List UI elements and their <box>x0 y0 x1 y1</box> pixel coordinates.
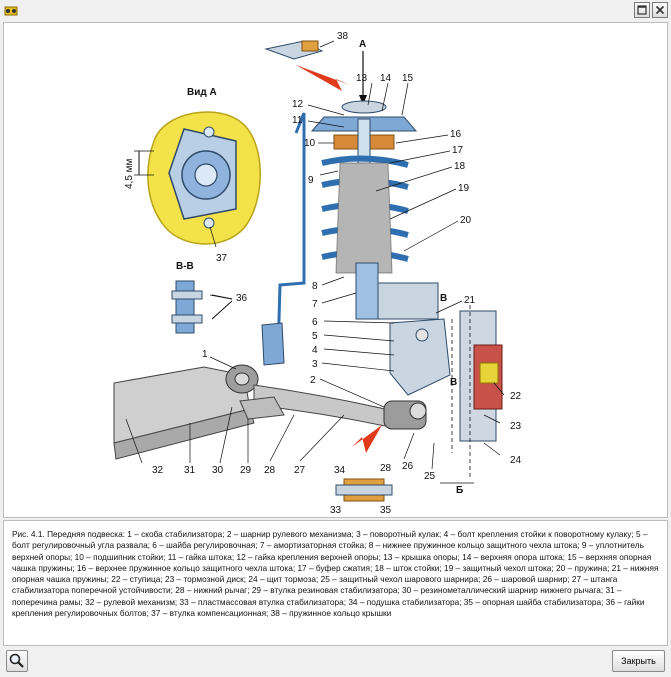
callout-11: 11 <box>292 115 303 126</box>
callout-22: 22 <box>510 391 522 402</box>
callout-27: 27 <box>294 465 306 476</box>
maximize-button[interactable] <box>634 2 650 18</box>
title-bar <box>0 0 671 22</box>
callout-20: 20 <box>460 215 472 226</box>
callout-2: 2 <box>310 375 316 386</box>
close-icon <box>655 5 665 15</box>
figure-caption: Рис. 4.1. Передняя подвеска: 1 – скоба с… <box>3 520 668 646</box>
strut-assembly <box>310 100 503 479</box>
callout-28b: 28 <box>380 463 392 474</box>
callout-30: 30 <box>212 465 224 476</box>
mark-b-top: В <box>440 293 447 304</box>
callout-13: 13 <box>356 73 368 84</box>
section-bb-detail <box>171 280 233 334</box>
view-a-label: Вид А <box>187 87 217 98</box>
callout-23: 23 <box>510 421 522 432</box>
callout-16: 16 <box>450 129 462 140</box>
callout-33: 33 <box>330 505 342 516</box>
mark-b-arrow: Б <box>456 485 463 496</box>
frame-and-lower-arm <box>113 364 427 460</box>
dimension-label: 4,5 мм <box>124 158 135 189</box>
callout-14: 14 <box>380 73 392 84</box>
callout-34: 34 <box>334 465 346 476</box>
callout-8: 8 <box>312 281 318 292</box>
callout-37: 37 <box>216 253 228 264</box>
callout-31: 31 <box>184 465 196 476</box>
red-arrow-bottom <box>352 425 382 453</box>
bottom-bar <box>0 646 671 677</box>
callout-6: 6 <box>312 317 318 328</box>
close-window-button[interactable] <box>652 2 668 18</box>
callout-9: 9 <box>308 175 314 186</box>
close-dialog-button[interactable]: Закрыть <box>612 650 665 672</box>
callout-25: 25 <box>424 471 436 482</box>
callout-17: 17 <box>452 145 464 156</box>
callout-26: 26 <box>402 461 414 472</box>
section-bb-label: В-В <box>176 261 194 272</box>
callout-numbers: 38 13 14 15 12 11 10 16 17 9 18 19 20 8 … <box>152 31 522 516</box>
zoom-button[interactable] <box>6 650 28 672</box>
app-icon <box>4 6 18 16</box>
callout-3: 3 <box>312 359 318 370</box>
callout-38: 38 <box>337 31 349 42</box>
suspension-diagram: Вид А 4,5 мм В-В А <box>3 22 668 518</box>
callout-21: 21 <box>464 295 476 306</box>
callout-29: 29 <box>240 465 252 476</box>
callout-15: 15 <box>402 73 414 84</box>
red-arrow-top <box>296 65 350 91</box>
callout-4: 4 <box>312 345 318 356</box>
callout-28: 28 <box>264 465 276 476</box>
callout-24: 24 <box>510 455 522 466</box>
callout-10: 10 <box>304 138 316 149</box>
callout-32: 32 <box>152 465 164 476</box>
diagram-svg: Вид А 4,5 мм В-В А <box>113 31 522 516</box>
stabilizer-cushion-detail <box>335 478 393 502</box>
callout-35: 35 <box>380 505 392 516</box>
maximize-icon <box>637 5 647 15</box>
callout-1: 1 <box>202 349 208 360</box>
callout-12: 12 <box>292 99 304 110</box>
callout-5: 5 <box>312 331 318 342</box>
magnifier-icon <box>9 653 24 668</box>
mark-b-bottom: В <box>450 377 457 388</box>
callout-7: 7 <box>312 299 318 310</box>
view-a-detail <box>134 111 261 245</box>
arrow-a-label: А <box>359 39 366 50</box>
cap-detail <box>264 40 324 60</box>
callout-36: 36 <box>236 293 248 304</box>
callout-19: 19 <box>458 183 470 194</box>
callout-18: 18 <box>454 161 466 172</box>
